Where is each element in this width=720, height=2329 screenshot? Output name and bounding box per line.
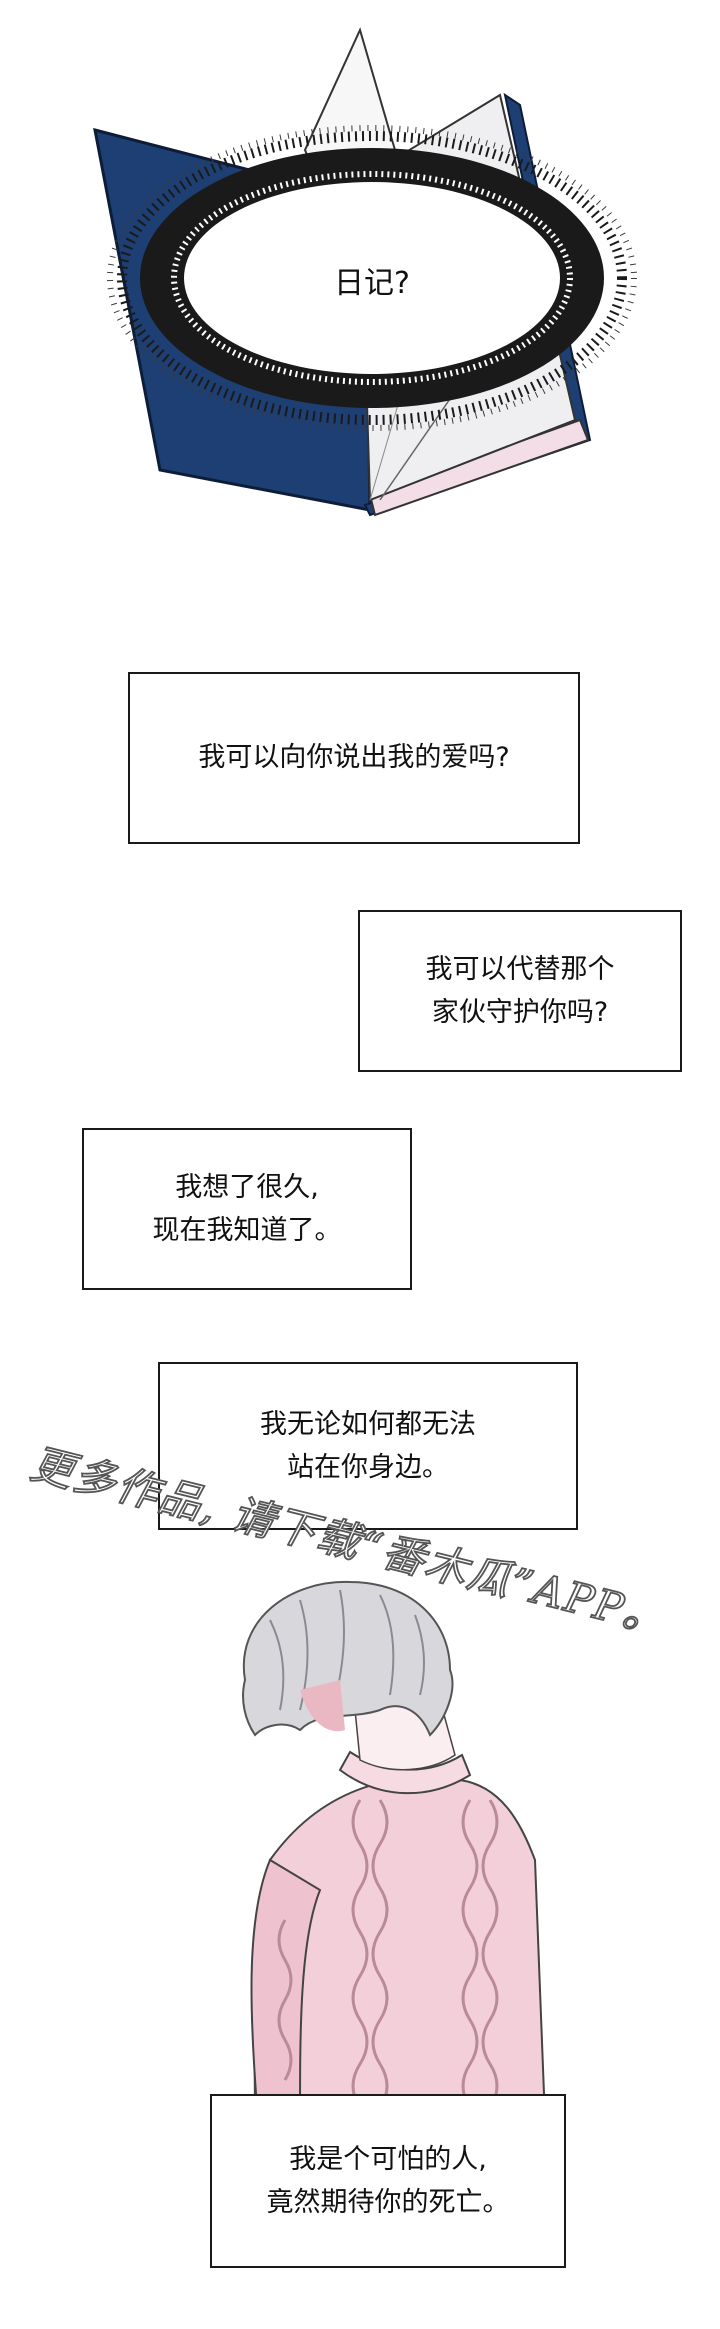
- open-diary-illustration: [93, 27, 637, 517]
- caption-line: 竟然期待你的死亡。: [266, 2187, 510, 2218]
- caption-line: 我可以向你说出我的爱吗?: [198, 742, 510, 774]
- caption-line: 我无论如何都无法: [260, 1408, 476, 1440]
- shout-bubble: [107, 125, 637, 431]
- caption-line: 现在我知道了。: [152, 1215, 342, 1246]
- caption-line: 站在你身边。: [287, 1452, 449, 1483]
- caption-line: 家伙守护你吗?: [431, 997, 609, 1028]
- diary-panel: 日记?: [0, 0, 720, 540]
- caption-box-2: 我可以代替那个 家伙守护你吗?: [358, 910, 682, 1072]
- character-illustration: [242, 1580, 547, 2121]
- caption-box-3: 我想了很久, 现在我知道了。: [82, 1128, 412, 1290]
- caption-line: 我是个可怕的人,: [289, 2143, 487, 2175]
- caption-box-5: 我是个可怕的人, 竟然期待你的死亡。: [210, 2094, 566, 2268]
- caption-box-1: 我可以向你说出我的爱吗?: [128, 672, 580, 844]
- caption-box-4: 我无论如何都无法 站在你身边。: [158, 1362, 578, 1530]
- caption-line: 我想了很久,: [175, 1171, 319, 1203]
- character-panel: [0, 1560, 720, 2121]
- bubble-text: 日记?: [334, 266, 410, 301]
- caption-line: 我可以代替那个: [425, 953, 615, 985]
